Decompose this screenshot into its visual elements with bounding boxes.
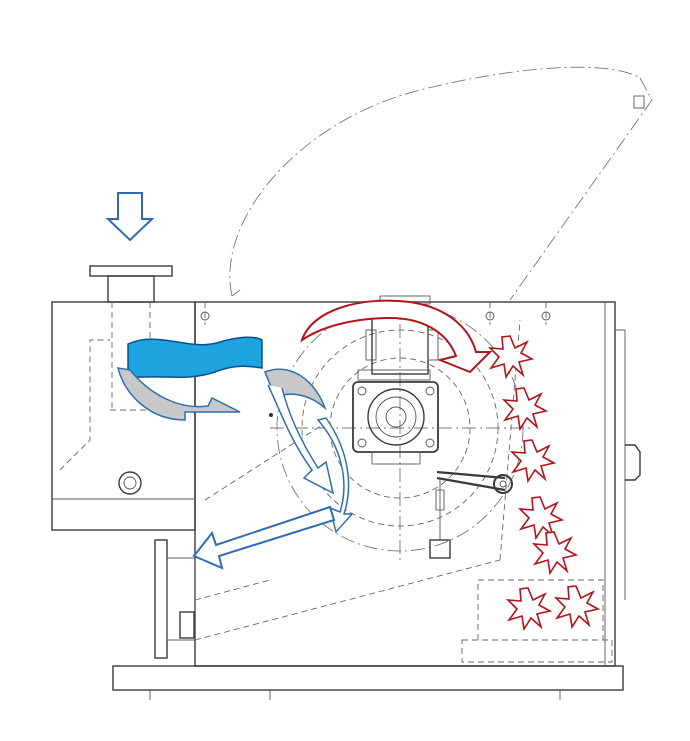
impact-spark-icon — [553, 585, 601, 630]
inlet-chute — [89, 265, 173, 410]
swing-cover-arc — [229, 66, 653, 301]
inlet-arrow-icon — [105, 192, 155, 242]
center-marker — [269, 413, 273, 417]
outlet-flange — [154, 539, 196, 659]
bearing-housing — [352, 381, 439, 465]
outlet-arrow-icon — [192, 505, 336, 570]
impact-spark-icon — [487, 335, 535, 380]
lever-counterweight — [429, 470, 513, 559]
grey-flow-left — [116, 367, 241, 421]
impact-spark-icon — [517, 496, 565, 541]
material-flow-band — [127, 336, 263, 379]
impact-spark-icon — [501, 387, 549, 432]
impact-spark-icon — [531, 531, 579, 576]
impact-spark-icon — [509, 439, 557, 484]
impact-spark-icon — [505, 587, 553, 632]
base-frame — [112, 665, 624, 700]
blue-curl-arrow — [316, 417, 354, 534]
grey-flow-right — [264, 368, 335, 495]
impact-sparks — [487, 335, 601, 632]
rotation-arrow-icon — [300, 299, 493, 374]
